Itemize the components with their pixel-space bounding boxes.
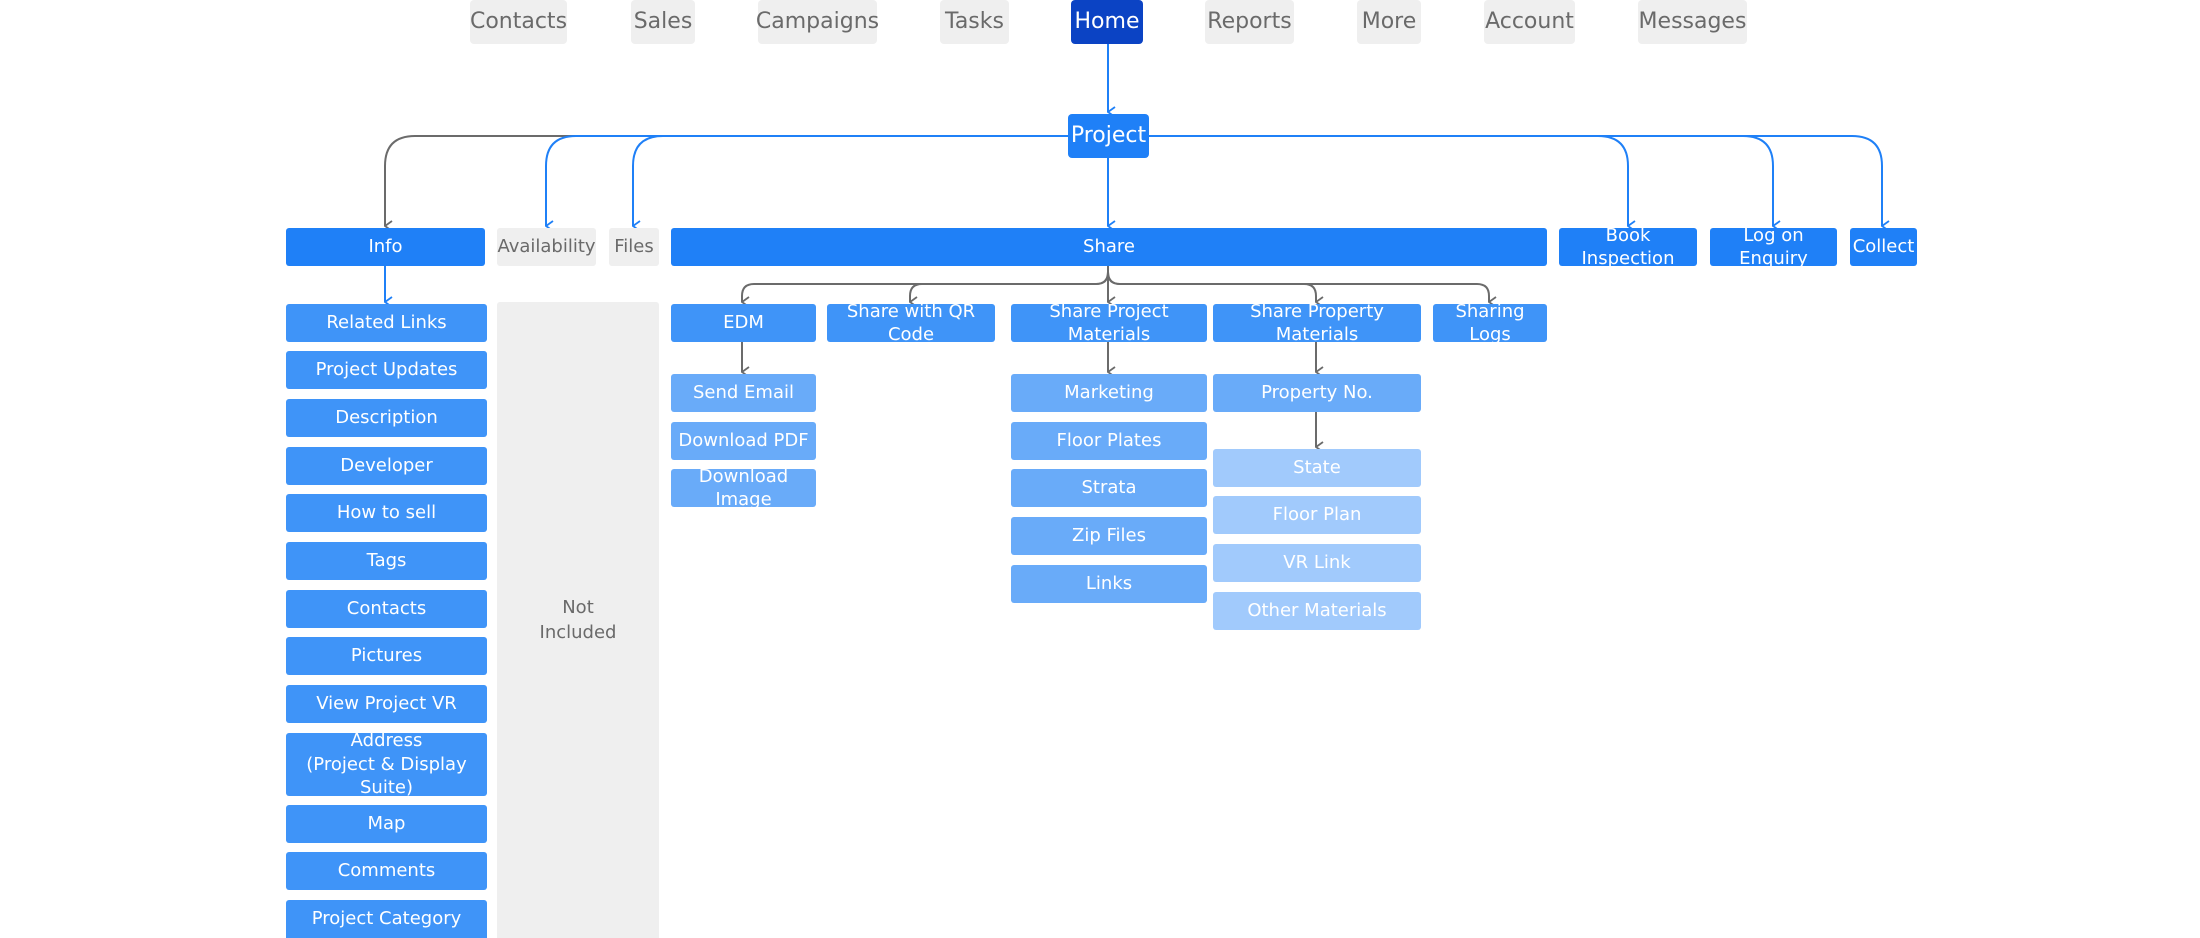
info-item-map[interactable]: Map	[286, 805, 487, 843]
property-state[interactable]: State	[1213, 449, 1421, 487]
property-vr-link[interactable]: VR Link	[1213, 544, 1421, 582]
nav-tasks[interactable]: Tasks	[940, 0, 1009, 44]
log-on-enquiry-node[interactable]: Log on Enquiry	[1710, 225, 1837, 269]
edm-send-email[interactable]: Send Email	[671, 374, 816, 412]
info-item-tags[interactable]: Tags	[286, 542, 487, 580]
share-qr-code[interactable]: Share with QR Code	[827, 301, 995, 345]
info-item-view-project-vr[interactable]: View Project VR	[286, 685, 487, 723]
not-included-line-2: Included	[539, 622, 617, 643]
edm-download-image[interactable]: Download Image	[671, 466, 816, 510]
connector-share-edm	[741, 266, 1109, 302]
sharing-logs[interactable]: Sharing Logs	[1433, 301, 1547, 345]
collect-node[interactable]: Collect	[1850, 228, 1917, 266]
info-item-project-updates[interactable]: Project Updates	[286, 351, 487, 389]
property-floor-plan[interactable]: Floor Plan	[1213, 496, 1421, 534]
material-marketing[interactable]: Marketing	[1011, 374, 1207, 412]
connector-project-availability	[545, 135, 1068, 226]
connector-share-qr	[909, 266, 1109, 302]
connector-project-log-enquiry	[1149, 135, 1773, 226]
connector-project-info	[384, 135, 1068, 226]
property-no[interactable]: Property No.	[1213, 374, 1421, 412]
material-strata[interactable]: Strata	[1011, 469, 1207, 507]
nav-contacts[interactable]: Contacts	[470, 0, 567, 44]
connector-project-collect	[1149, 135, 1882, 226]
project-node[interactable]: Project	[1068, 114, 1149, 158]
nav-reports[interactable]: Reports	[1205, 0, 1294, 44]
material-floor-plates[interactable]: Floor Plates	[1011, 422, 1207, 460]
availability-node[interactable]: Availability	[497, 228, 596, 266]
nav-more[interactable]: More	[1357, 0, 1421, 44]
nav-messages[interactable]: Messages	[1638, 0, 1747, 44]
share-edm[interactable]: EDM	[671, 304, 816, 342]
property-other-materials[interactable]: Other Materials	[1213, 592, 1421, 630]
connector-project-files	[632, 135, 1068, 226]
not-included-line-1: Not	[562, 596, 594, 618]
info-item-comments[interactable]: Comments	[286, 852, 487, 890]
book-inspection-node[interactable]: Book Inspection	[1559, 225, 1697, 269]
info-node[interactable]: Info	[286, 228, 485, 266]
share-project-materials[interactable]: Share Project Materials	[1011, 301, 1207, 345]
share-property-materials[interactable]: Share Property Materials	[1213, 301, 1421, 345]
info-item-how-to-sell[interactable]: How to sell	[286, 494, 487, 532]
material-links[interactable]: Links	[1011, 565, 1207, 603]
nav-account[interactable]: Account	[1484, 0, 1575, 44]
connector-share-property-materials	[1107, 266, 1316, 302]
nav-home[interactable]: Home	[1071, 0, 1143, 44]
info-item-related-links[interactable]: Related Links	[286, 304, 487, 342]
address-line-1: Address	[350, 730, 423, 752]
material-zip-files[interactable]: Zip Files	[1011, 517, 1207, 555]
info-item-developer[interactable]: Developer	[286, 447, 487, 485]
address-line-2: (Project & Display Suite)	[306, 753, 467, 799]
files-node[interactable]: Files	[609, 228, 659, 266]
info-item-description[interactable]: Description	[286, 399, 487, 437]
nav-sales[interactable]: Sales	[631, 0, 695, 44]
connector-share-sharing-logs	[1107, 266, 1489, 302]
info-item-pictures[interactable]: Pictures	[286, 637, 487, 675]
info-item-project-category[interactable]: Project Category	[286, 900, 487, 938]
not-included-panel: Not Included	[497, 302, 659, 938]
share-node[interactable]: Share	[671, 228, 1547, 266]
connector-project-book-inspection	[1149, 135, 1628, 226]
nav-campaigns[interactable]: Campaigns	[756, 0, 879, 44]
info-item-address[interactable]: Address (Project & Display Suite)	[286, 730, 487, 798]
edm-download-pdf[interactable]: Download PDF	[671, 422, 816, 460]
info-item-contacts[interactable]: Contacts	[286, 590, 487, 628]
